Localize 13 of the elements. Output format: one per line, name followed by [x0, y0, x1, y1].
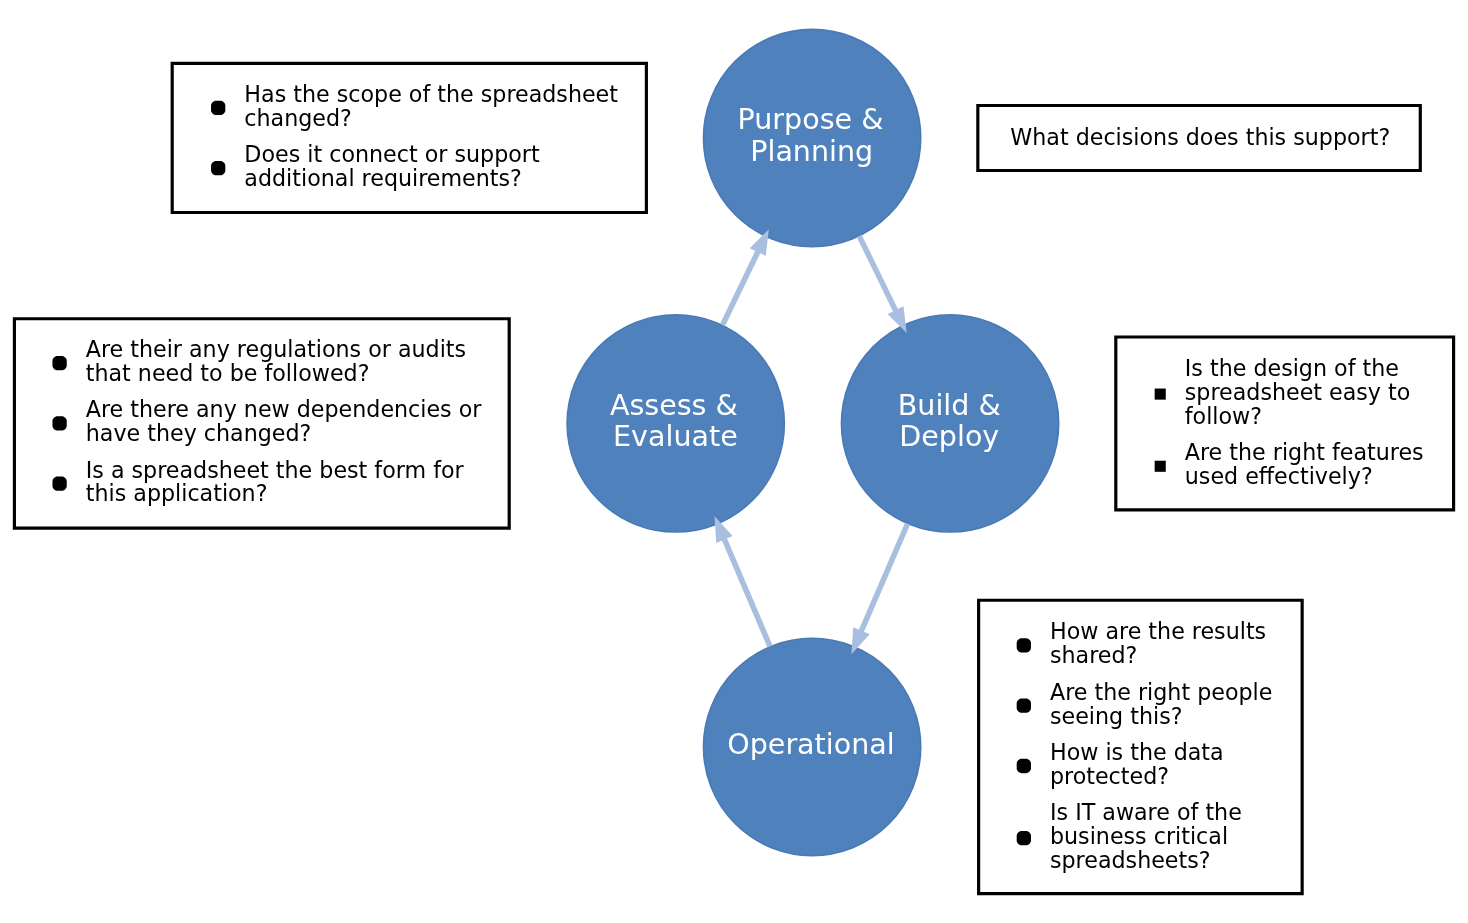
node-box: Are their any regulations or audits that need to be followed? Are there any new dependencies or have they changed? Is a spreadsheet the best form for this application? [12, 317, 511, 530]
node-box: Is the design of the spreadsheet easy to follow? Are the right features used effectively? [1114, 335, 1456, 512]
node-circle: Purpose & Planning [702, 28, 922, 248]
arrow [720, 229, 769, 327]
node-box: Has the scope of the spreadsheet changed? Does it connect or support additional requirements? [170, 61, 648, 215]
node-box: What decisions does this support? [976, 103, 1422, 173]
node-circle: Assess & Evaluate [566, 314, 786, 533]
arrow [714, 516, 773, 648]
node-circle: Operational [702, 637, 922, 857]
node-box: How are the results shared? Are the right people seeing this? How is the data protected? Is IT aware of the business critical spreadsheets? [977, 598, 1304, 896]
node-circle: Build & Deploy [840, 314, 1060, 533]
arrow [851, 522, 911, 655]
arrow [856, 234, 907, 333]
